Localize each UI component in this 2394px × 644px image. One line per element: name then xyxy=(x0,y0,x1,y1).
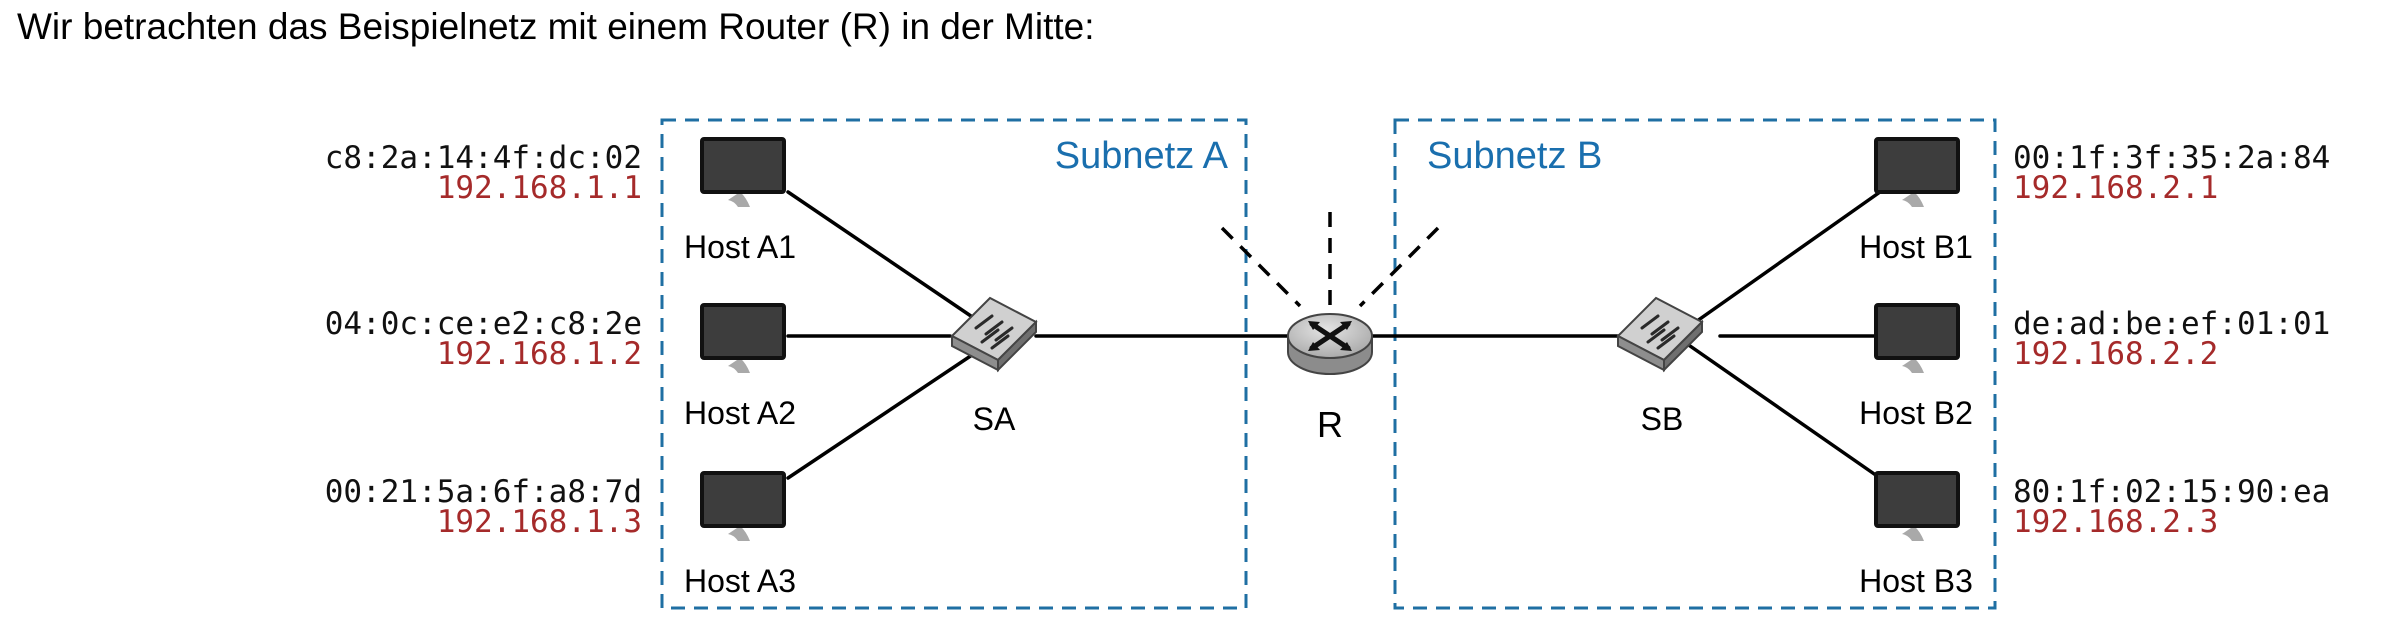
host-a3-label: Host A3 xyxy=(684,563,796,599)
host-b2-label: Host B2 xyxy=(1859,395,1973,431)
host-a2-label: Host A2 xyxy=(684,395,796,431)
intro-text: Wir betrachten das Beispielnetz mit eine… xyxy=(17,6,1095,47)
host-b1-computer-icon xyxy=(1874,137,1960,209)
host-b1-ip: 192.168.2.1 xyxy=(2013,170,2218,206)
host-b1-label: Host B1 xyxy=(1859,229,1973,265)
host-a2-computer-icon xyxy=(700,303,786,375)
switch-sb-icon xyxy=(1616,296,1704,372)
host-a1-computer-icon xyxy=(700,137,786,209)
subnet-b-box xyxy=(1393,118,1997,610)
host-a1-mac: c8:2a:14:4f:dc:02 xyxy=(325,140,642,176)
router-icon xyxy=(1287,313,1373,375)
host-a3-ip: 192.168.1.3 xyxy=(437,504,642,540)
host-b3-computer-icon xyxy=(1874,471,1960,543)
host-b2-computer-icon xyxy=(1874,303,1960,375)
host-b3-label: Host B3 xyxy=(1859,563,1973,599)
host-b2-mac: de:ad:be:ef:01:01 xyxy=(2013,306,2330,342)
host-a2-mac: 04:0c:ce:e2:c8:2e xyxy=(325,306,642,342)
host-a3-computer-icon xyxy=(700,471,786,543)
switch-sa-label: SA xyxy=(973,401,1016,437)
subnet-b-label: Subnetz B xyxy=(1427,135,1602,177)
network-links xyxy=(786,190,1882,480)
host-a2-ip: 192.168.1.2 xyxy=(437,336,642,372)
subnet-a-label: Subnetz A xyxy=(1055,135,1229,177)
host-a1-label: Host A1 xyxy=(684,229,796,265)
host-b3-ip: 192.168.2.3 xyxy=(2013,504,2218,540)
host-a1-ip: 192.168.1.1 xyxy=(437,170,642,206)
subnet-a-box xyxy=(660,118,1248,610)
switch-sb-label: SB xyxy=(1641,401,1684,437)
broadcast-signal xyxy=(1220,212,1440,308)
host-b3-mac: 80:1f:02:15:90:ea xyxy=(2013,474,2330,510)
host-b1-mac: 00:1f:3f:35:2a:84 xyxy=(2013,140,2330,176)
host-b2-ip: 192.168.2.2 xyxy=(2013,336,2218,372)
router-label: R xyxy=(1317,404,1343,445)
host-a3-mac: 00:21:5a:6f:a8:7d xyxy=(325,474,642,510)
